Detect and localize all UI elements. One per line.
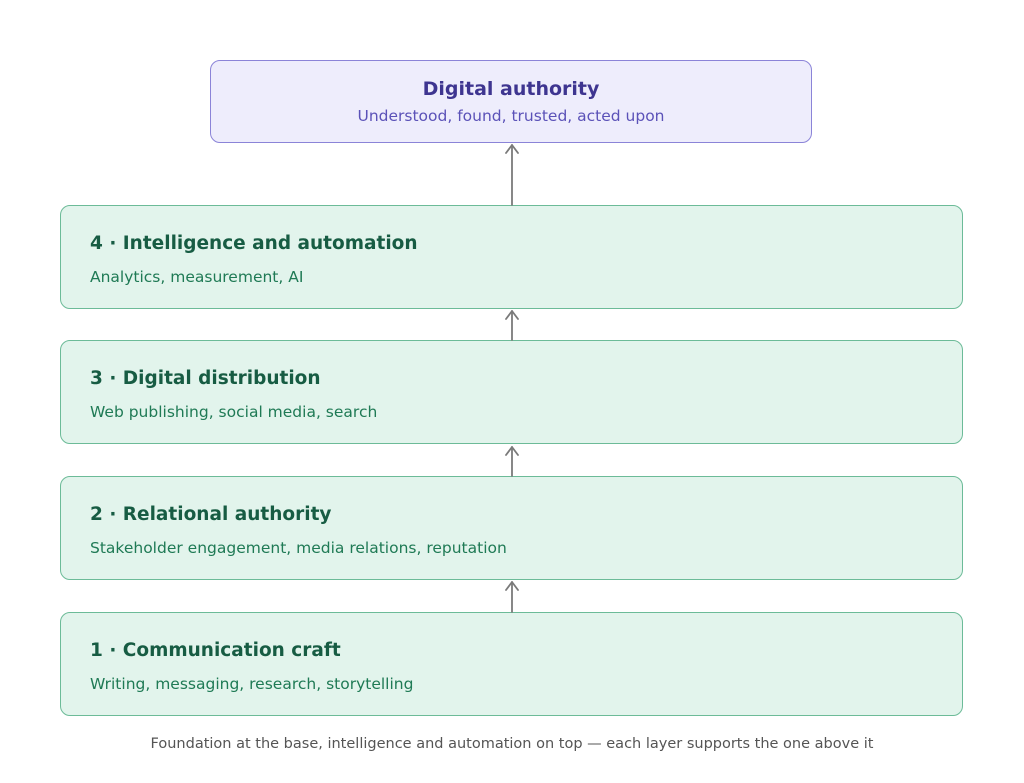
layer-description: Analytics, measurement, AI [90,268,304,286]
apex-box-digital-authority: Digital authority Understood, found, tru… [210,60,812,143]
layer-1-communication-craft: 1 · Communication craft Writing, messagi… [60,612,963,716]
layer-description: Stakeholder engagement, media relations,… [90,539,507,557]
layer-title: 1 · Communication craft [90,640,341,661]
diagram-caption: Foundation at the base, intelligence and… [150,736,874,752]
layer-description: Web publishing, social media, search [90,403,378,421]
apex-title: Digital authority [422,78,600,100]
apex-subtitle: Understood, found, trusted, acted upon [357,107,665,125]
layer-title: 3 · Digital distribution [90,368,321,389]
layer-title: 4 · Intelligence and automation [90,233,418,254]
layer-3-digital-distribution: 3 · Digital distribution Web publishing,… [60,340,963,444]
arrow-layer4-to-apex [505,144,519,206]
layer-4-intelligence-automation: 4 · Intelligence and automation Analytic… [60,205,963,309]
arrow-layer1-to-layer2 [505,581,519,613]
layer-description: Writing, messaging, research, storytelli… [90,675,414,693]
arrow-layer3-to-layer4 [505,310,519,341]
arrow-layer2-to-layer3 [505,446,519,477]
layer-2-relational-authority: 2 · Relational authority Stakeholder eng… [60,476,963,580]
layer-title: 2 · Relational authority [90,504,332,525]
